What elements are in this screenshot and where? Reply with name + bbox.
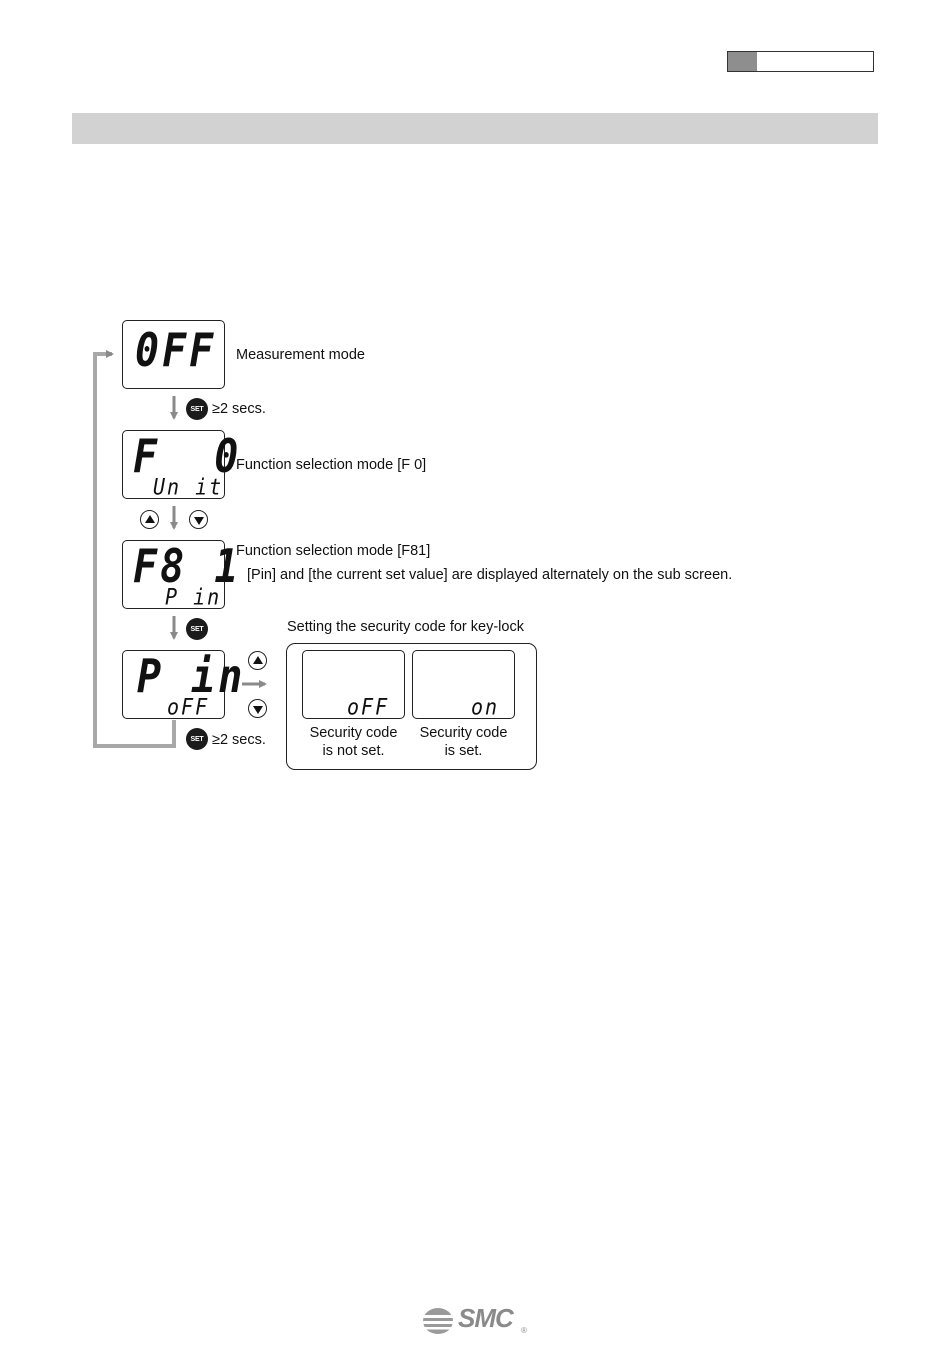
security-code-options-frame <box>286 643 537 770</box>
greater-equal-symbol: ≥ <box>212 732 220 748</box>
up-button-icon <box>140 510 159 529</box>
set-button-icon: SET <box>186 398 208 420</box>
hold-duration-label-1: ≥2 secs. <box>212 401 266 418</box>
lcd-option-off: oFF <box>302 650 405 719</box>
down-button-icon <box>189 510 208 529</box>
registered-mark: ® <box>521 1326 527 1335</box>
up-button-icon <box>248 651 267 670</box>
lcd-main-readout: P in <box>137 650 246 704</box>
lcd-sub-readout: P in <box>165 583 222 611</box>
smc-logo: SMC ® <box>421 1304 531 1338</box>
lcd-function-f81: F8 1 P in <box>122 540 238 611</box>
lcd-sub-readout: on <box>471 693 500 721</box>
lcd-main-readout: F 0 <box>133 430 242 484</box>
lcd-main-readout: 0FF <box>135 324 217 378</box>
label-measurement-mode: Measurement mode <box>236 347 365 363</box>
label-f81-note: [Pin] and [the current set value] are di… <box>247 567 733 583</box>
hold-duration-text: 2 secs. <box>219 732 266 748</box>
caption-line: is set. <box>444 743 483 760</box>
header-page-tab <box>727 51 874 72</box>
header-tab-marker <box>728 52 757 71</box>
caption-line: Security code <box>309 725 398 741</box>
label-security-title: Setting the security code for key-lock <box>287 619 524 635</box>
lcd-main-readout: F8 1 <box>133 540 242 594</box>
lcd-sub-readout: oFF <box>167 693 210 721</box>
lcd-pin-setting: P in oFF <box>122 650 242 721</box>
caption-line: Security code <box>419 725 508 741</box>
lcd-sub-readout: oFF <box>347 693 390 721</box>
caption-option-on: Security code is set. <box>410 724 517 760</box>
return-loop-arrow <box>93 350 176 748</box>
greater-equal-symbol: ≥ <box>212 401 220 417</box>
caption-line: is not set. <box>322 743 385 760</box>
set-button-icon: SET <box>186 728 208 750</box>
set-button-icon: SET <box>186 618 208 640</box>
label-function-f0: Function selection mode [F 0] <box>236 457 427 473</box>
lcd-option-on: on <box>412 650 515 719</box>
caption-option-off: Security code is not set. <box>300 724 407 760</box>
lcd-sub-readout: Un it <box>153 473 224 501</box>
smc-logo-text: SMC <box>458 1303 514 1333</box>
lcd-function-f0: F 0 Un it <box>122 430 238 501</box>
hold-duration-label-2: ≥2 secs. <box>212 732 266 749</box>
label-function-f81: Function selection mode [F81] <box>236 543 431 559</box>
lcd-measurement-mode: 0FF <box>122 320 225 389</box>
smc-logo-mark-icon <box>421 1308 455 1334</box>
hold-duration-text: 2 secs. <box>219 401 266 417</box>
section-heading-bar <box>72 113 878 144</box>
down-button-icon <box>248 699 267 718</box>
